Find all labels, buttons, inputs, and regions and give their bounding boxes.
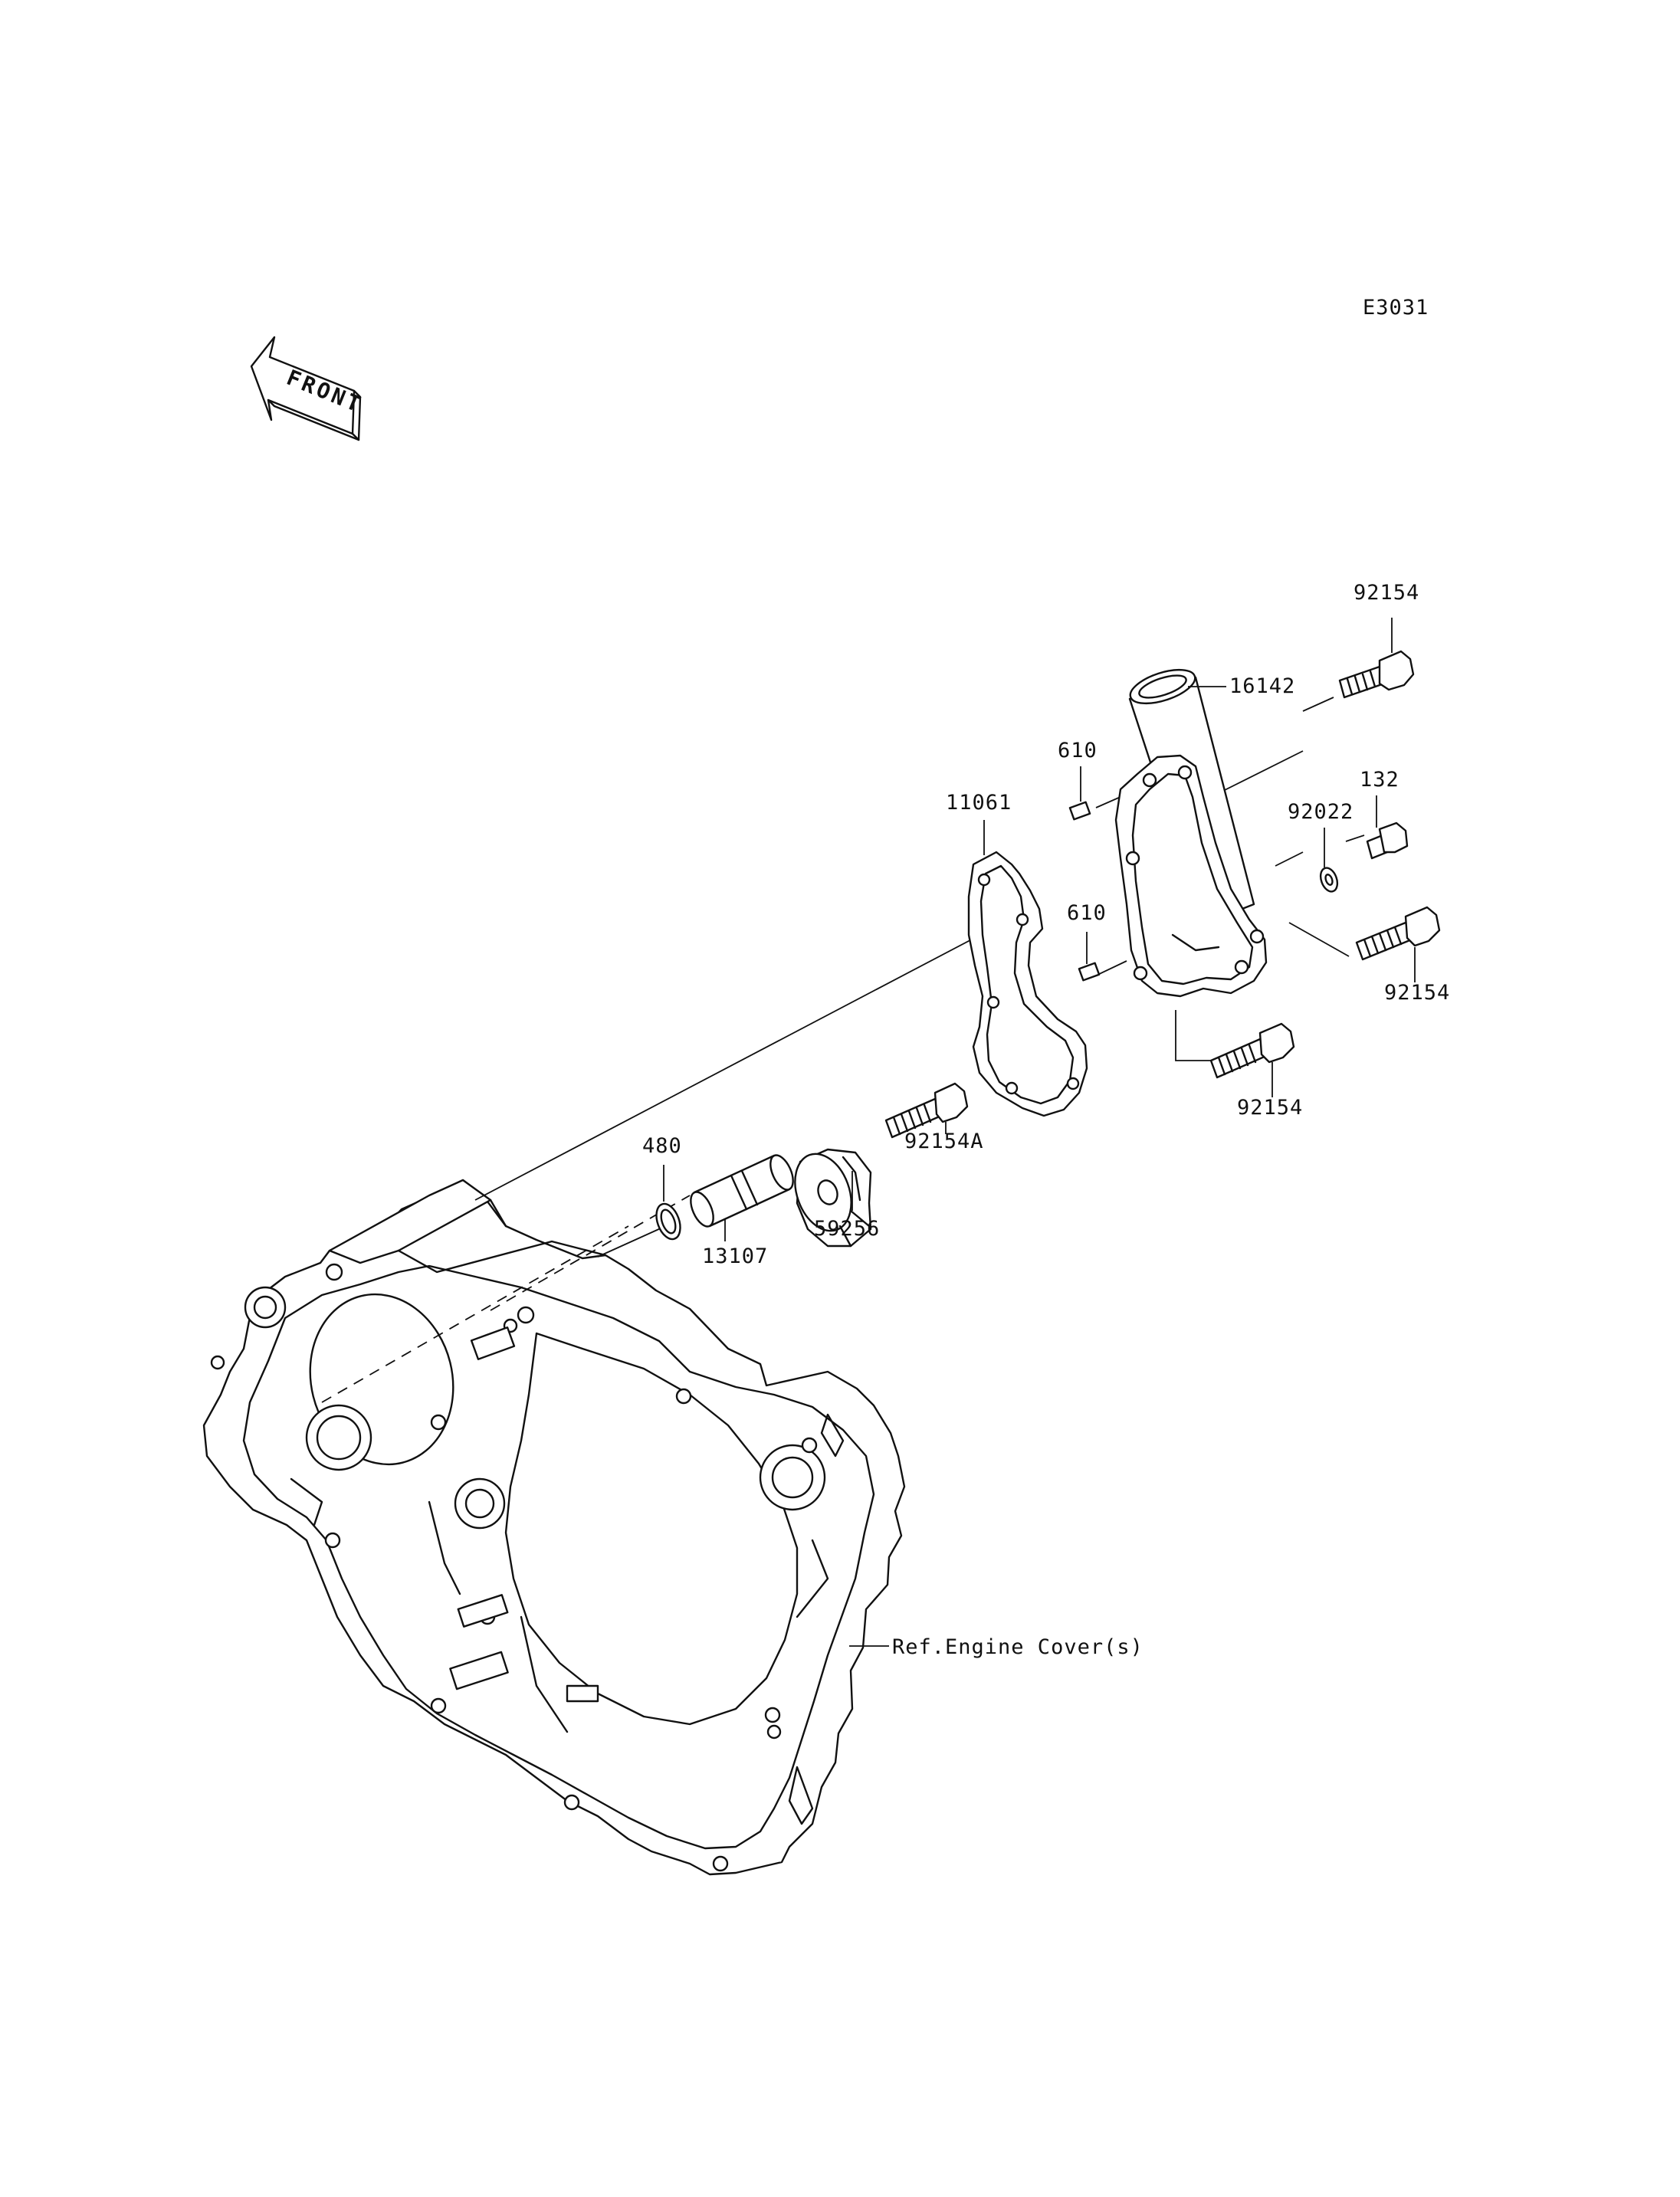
alignment-line [321, 1225, 629, 1403]
label-92022: 92022 [1288, 800, 1354, 824]
gasket-11061 [967, 851, 1088, 1117]
washer-92022 [1319, 867, 1339, 893]
alignment-line [597, 1227, 663, 1258]
snap-ring-480 [655, 1202, 681, 1241]
alignment-line [1210, 750, 1304, 798]
bolt-92154A [884, 1082, 969, 1139]
label-13107: 13107 [702, 1244, 768, 1268]
label-59256: 59256 [814, 1217, 880, 1241]
label-ref-engine-cover: Ref.Engine Cover(s) [892, 1635, 1144, 1659]
label-480: 480 [642, 1134, 682, 1158]
alignment-line [1288, 922, 1350, 957]
alignment-line [1275, 851, 1304, 867]
label-132: 132 [1360, 768, 1399, 792]
bolt-92154-right [1355, 906, 1441, 961]
label-92154-right: 92154 [1384, 981, 1450, 1005]
bolt-92154-top [1338, 650, 1415, 699]
label-16142: 16142 [1229, 674, 1295, 698]
label-92154A: 92154A [904, 1130, 984, 1153]
dowel-pin-610-top [1068, 801, 1091, 821]
alignment-line [1094, 960, 1127, 977]
engine-cover [202, 1179, 906, 1876]
label-92154-lower: 92154 [1237, 1096, 1303, 1120]
alignment-line [1345, 835, 1365, 842]
dowel-pin-610-mid [1078, 962, 1101, 982]
shaft-13107 [690, 1154, 794, 1228]
bolt-132 [1366, 821, 1409, 860]
leader-bracket-lower [1175, 1010, 1211, 1061]
pump-cover-16142 [1114, 668, 1268, 998]
label-92154-top: 92154 [1354, 581, 1419, 605]
label-610-top: 610 [1058, 739, 1098, 762]
label-610-mid: 610 [1067, 901, 1107, 925]
alignment-line [1302, 697, 1334, 712]
front-arrow-icon: FRONT [250, 336, 366, 441]
bolt-92154-lower [1209, 1022, 1295, 1079]
diagram-code: E3031 [1363, 296, 1429, 320]
label-11061: 11061 [946, 791, 1012, 815]
alignment-line [474, 910, 1028, 1201]
